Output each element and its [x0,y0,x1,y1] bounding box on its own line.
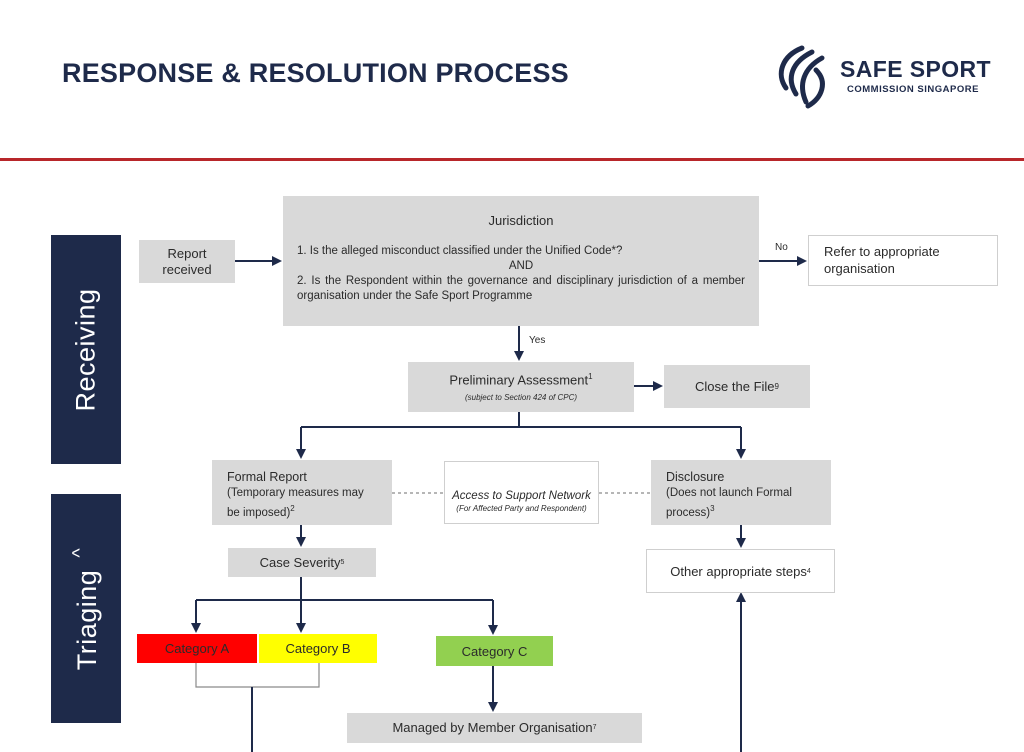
node-disclosure-sup: 3 [710,504,715,513]
node-report-line1: Report [167,245,207,261]
node-formal-sup: 2 [290,504,295,513]
header-divider [0,158,1024,161]
node-severity-title: Case Severity [259,554,341,570]
node-category-b: Category B [259,634,377,663]
node-managed-sup: 7 [592,724,597,731]
node-disclosure: Disclosure (Does not launch Formal proce… [651,460,831,525]
phase-triaging: Triaging ^ [51,494,121,723]
edge-label-yes: Yes [529,335,546,346]
node-formal-line2: (Temporary measures may [227,487,364,499]
node-category-a: Category A [137,634,257,663]
node-preliminary-title: Preliminary Assessment [449,372,589,388]
node-other-sup: 4 [806,567,811,575]
node-report-received: Report received [139,240,235,283]
node-category-b-label: Category B [285,641,351,656]
node-disclosure-line1: Disclosure [666,470,725,484]
node-close-title: Close the File [695,378,775,394]
edge-label-no: No [775,242,788,253]
node-refer: Refer to appropriate organisation [808,235,998,286]
node-support-network: Access to Support Network (For Affected … [444,461,599,524]
node-jurisdiction: Jurisdiction 1. Is the alleged misconduc… [283,196,759,326]
node-formal-line3-row: be imposed)2 [227,501,392,521]
node-close-sup: 9 [774,381,779,391]
node-jurisdiction-and: AND [508,260,534,272]
node-jurisdiction-title: Jurisdiction [488,213,554,228]
node-severity-sup: 5 [340,558,345,566]
node-category-c-label: Category C [461,643,528,659]
node-support-title: Access to Support Network [452,490,591,502]
logo-subtitle: COMMISSION SINGAPORE [847,84,979,95]
node-report-line2: received [162,261,212,277]
node-formal-line1: Formal Report [227,470,307,484]
phase-receiving: Receiving [51,235,121,464]
node-preliminary: Preliminary Assessment1 (subject to Sect… [408,362,634,412]
node-jurisdiction-q2: 2. Is the Respondent within the governan… [297,275,745,302]
safe-sport-logo-icon [778,45,825,109]
node-jurisdiction-q1: 1. Is the alleged misconduct classified … [297,245,623,257]
node-category-c: Category C [436,636,553,666]
node-disclosure-line3: process) [666,506,711,519]
node-preliminary-title-row: Preliminary Assessment1 [408,369,634,388]
node-disclosure-line3-row: process)3 [666,501,831,521]
node-support-note: (For Affected Party and Respondent) [456,504,587,513]
node-category-a-label: Category A [164,641,230,656]
logo-title: SAFE SPORT [840,56,991,82]
node-preliminary-sup: 1 [588,372,593,381]
edge-preliminary-split [301,412,741,428]
node-managed-title: Managed by Member Organisation [392,720,593,735]
node-preliminary-note: (subject to Section 424 of CPC) [464,393,578,403]
node-formal-report: Formal Report (Temporary measures may be… [212,460,392,525]
node-formal-line3: be imposed) [227,506,291,519]
node-other-title: Other appropriate steps [670,563,807,579]
edge-cat-ab-merge [195,663,320,688]
node-disclosure-line2: (Does not launch Formal [666,487,792,499]
page-title: RESPONSE & RESOLUTION PROCESS [62,58,569,88]
node-refer-line2: organisation [824,261,895,276]
edge-severity-split [196,577,493,601]
node-refer-line1: Refer to appropriate [824,244,940,259]
